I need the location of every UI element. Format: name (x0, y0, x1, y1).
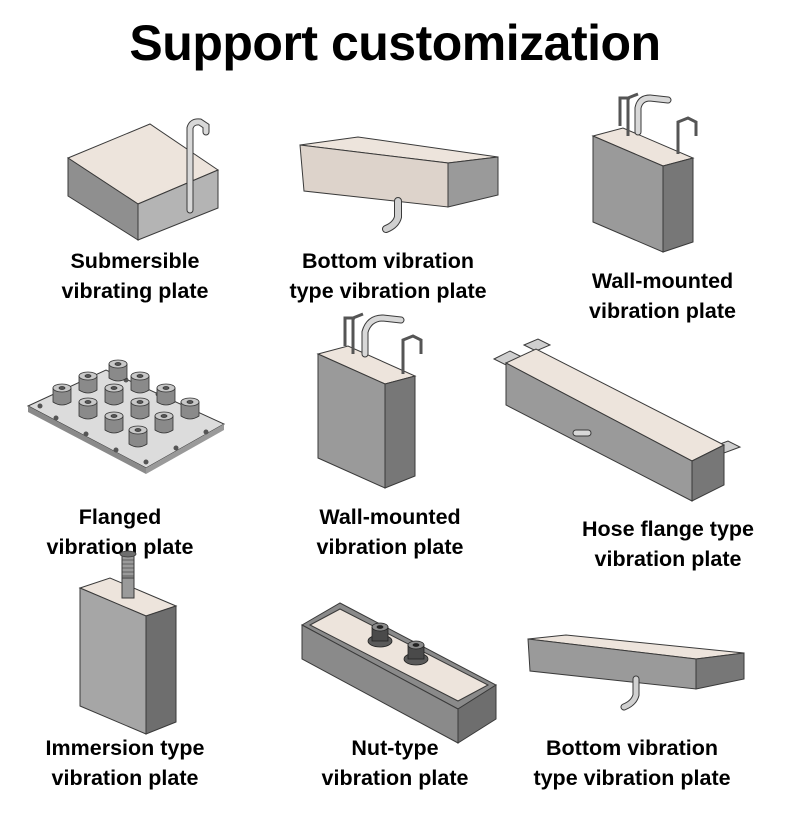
nut-type-plate-image (300, 602, 497, 744)
caption-line1: Hose flange type (581, 517, 755, 541)
caption-line1: Flanged (78, 505, 162, 529)
page-title: Support customization (129, 15, 661, 71)
wall-mounted-plate-image (591, 92, 698, 253)
product-bottom-vibration-plate-2 (526, 633, 748, 713)
caption-bottom-vibration-plate-2: Bottom vibration type vibration plate (512, 733, 752, 793)
bottom-vibration-plate-image (299, 136, 499, 233)
immersion-plate-image (78, 550, 178, 735)
caption-wall-mounted-plate-2: Wall-mounted vibration plate (280, 502, 500, 562)
flanged-plate-image (26, 359, 226, 474)
caption-nut-type-plate: Nut-type vibration plate (275, 733, 515, 793)
caption-line2: type vibration plate (533, 766, 731, 790)
caption-wall-mounted-plate: Wall-mounted vibration plate (550, 266, 775, 326)
caption-line1: Immersion type (45, 736, 205, 760)
caption-line1: Wall-mounted (319, 505, 461, 529)
caption-submersible-plate: Submersible vibrating plate (25, 246, 245, 306)
caption-line2: vibration plate (594, 547, 742, 571)
submersible-plate-image (66, 118, 220, 241)
caption-line1: Wall-mounted (591, 269, 734, 293)
wall-mounted-plate-image (316, 312, 423, 489)
caption-line2: vibrating plate (61, 279, 209, 303)
product-flanged-plate (26, 340, 226, 475)
caption-immersion-plate: Immersion type vibration plate (5, 733, 245, 793)
caption-line2: vibration plate (316, 535, 464, 559)
caption-line1: Bottom vibration (546, 736, 718, 760)
caption-bottom-vibration-plate: Bottom vibration type vibration plate (268, 246, 508, 306)
caption-line2: vibration plate (589, 299, 736, 323)
caption-flanged-plate: Flanged vibration plate (10, 502, 230, 562)
caption-hose-flange-plate: Hose flange type vibration plate (548, 514, 788, 574)
product-bottom-vibration-plate (298, 135, 503, 235)
product-nut-type-plate (300, 597, 500, 747)
caption-line1: Nut-type (351, 736, 439, 760)
hose-flange-plate-image (492, 338, 742, 502)
caption-line2: vibration plate (51, 766, 199, 790)
product-immersion-plate (78, 548, 183, 738)
caption-line1: Submersible (70, 249, 200, 273)
product-wall-mounted-plate-2 (315, 310, 430, 490)
product-wall-mounted-plate (588, 92, 703, 272)
bottom-vibration-plate-image (527, 634, 745, 711)
caption-line2: vibration plate (321, 766, 469, 790)
product-hose-flange-plate (492, 335, 742, 505)
caption-line2: type vibration plate (289, 279, 487, 303)
caption-line1: Bottom vibration (302, 249, 474, 273)
product-submersible-plate (60, 118, 230, 243)
